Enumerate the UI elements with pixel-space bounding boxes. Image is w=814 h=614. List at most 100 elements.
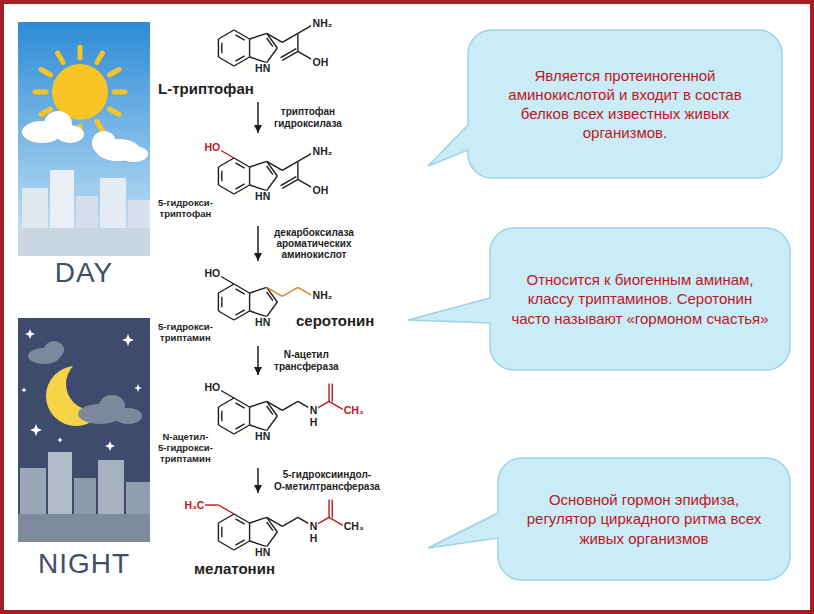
city-buildings — [18, 452, 150, 542]
sun-rays — [41, 70, 51, 76]
bond-line — [332, 383, 333, 401]
bond-line — [235, 310, 244, 315]
bond-line — [267, 166, 273, 175]
bond-line — [234, 425, 250, 434]
bond-line — [267, 517, 278, 532]
speech-bubble: Является протеиногенной аминокислотой и … — [468, 30, 782, 178]
bond-line — [267, 416, 278, 431]
bond-line — [234, 541, 250, 550]
stars — [105, 441, 115, 451]
bond-line — [218, 311, 234, 320]
bond-line — [281, 177, 297, 186]
bond-line — [221, 527, 222, 538]
cloud — [92, 131, 116, 155]
night-panel — [18, 318, 150, 542]
bond-line — [218, 284, 234, 293]
bond-line — [267, 161, 283, 170]
text-word: триптофан — [160, 208, 212, 219]
bond-line — [234, 30, 250, 39]
bond-line — [267, 287, 283, 296]
bond-line — [267, 517, 283, 526]
atom-label: HN — [254, 430, 271, 441]
compound-name: 5-гидрокси- триптамин — [158, 322, 213, 344]
text-word: триптофан — [281, 106, 335, 117]
text-word: трансфераза — [274, 361, 339, 372]
bond-line — [267, 287, 278, 302]
molecule-structure: L-триптофанNH₂OHHN — [158, 16, 408, 102]
atom-label: NH₂ — [312, 146, 334, 157]
bond-line — [235, 56, 244, 61]
bond-line — [249, 407, 250, 425]
bond-line — [328, 383, 329, 401]
bond-line — [267, 33, 278, 48]
stars — [25, 329, 35, 339]
bond-line — [234, 514, 250, 523]
text-word: 5-гидроксииндол- — [283, 469, 371, 480]
sun-rays — [41, 109, 51, 115]
molecule-structure: H₃CNHCH₃HNмелатонин — [150, 494, 410, 582]
day-panel — [18, 22, 150, 256]
stars — [21, 329, 142, 451]
atom-label: CH₃ — [343, 405, 365, 416]
reaction-arrow — [257, 346, 259, 375]
text-word: 5-гидрокси- — [158, 442, 213, 453]
bond-line — [267, 161, 278, 176]
bond-line — [218, 167, 219, 185]
bond-line — [267, 176, 278, 191]
compound-name: 5-гидрокси- триптофан — [158, 198, 213, 220]
bond-line — [218, 425, 234, 434]
sun-rays — [35, 90, 46, 95]
bond-line — [267, 522, 273, 531]
bond-line — [235, 403, 244, 408]
text-word: декарбоксилаза — [274, 227, 354, 238]
enzyme-label: 5-гидроксииндол- O-метилтрансфераза — [272, 468, 382, 492]
bond-line — [250, 517, 267, 523]
bond-line — [234, 311, 250, 320]
text-word: гидроксилаза — [274, 118, 342, 129]
atom-label: H — [309, 417, 319, 428]
bond-line — [267, 48, 278, 63]
atom-label: N — [309, 521, 319, 532]
bond-line — [234, 185, 250, 194]
bond-line — [235, 289, 244, 294]
molecule-structure: HONH₂OHHN5-гидрокси- триптофан — [158, 134, 408, 226]
bond-line — [267, 406, 273, 415]
bond-line — [221, 43, 222, 54]
cloud — [120, 146, 148, 162]
panel-label: DAY — [55, 257, 114, 289]
city-buildings — [18, 170, 150, 256]
bond-line — [218, 39, 219, 57]
atom-label: H₃C — [183, 500, 205, 511]
speech-bubble: Относится к биогенным аминам, классу три… — [490, 228, 790, 370]
atom-label: HO — [204, 382, 222, 393]
bond-line — [249, 167, 250, 185]
bond-line — [218, 185, 234, 194]
label-band — [18, 542, 150, 586]
atom-label: HO — [204, 142, 222, 153]
atom-label: HN — [254, 62, 271, 73]
speech-bubble: Основной гормон эпифиза, регулятор цирка… — [498, 458, 790, 580]
sun-rays — [109, 70, 119, 76]
cloud — [22, 111, 148, 162]
bond-line — [282, 161, 298, 170]
stars — [30, 424, 42, 436]
text-word: ароматических — [276, 238, 351, 249]
text-word: 5-гидрокси- — [158, 321, 213, 332]
bond-line — [234, 158, 250, 167]
bond-line — [218, 523, 219, 541]
cloud — [44, 341, 64, 359]
enzyme-label: триптофан гидроксилаза — [272, 105, 344, 129]
bond-line — [234, 284, 250, 293]
bond-line — [249, 293, 250, 311]
bond-line — [249, 523, 250, 541]
atom-label: H — [309, 533, 319, 544]
atom-label: HN — [254, 316, 271, 327]
bond-line — [218, 398, 234, 407]
bond-line — [218, 407, 219, 425]
atom-label: NH₂ — [312, 290, 334, 301]
bond-line — [297, 33, 298, 51]
bond-line — [249, 39, 250, 57]
callout-text: Является протеиногенной аминокислотой и … — [489, 66, 761, 142]
